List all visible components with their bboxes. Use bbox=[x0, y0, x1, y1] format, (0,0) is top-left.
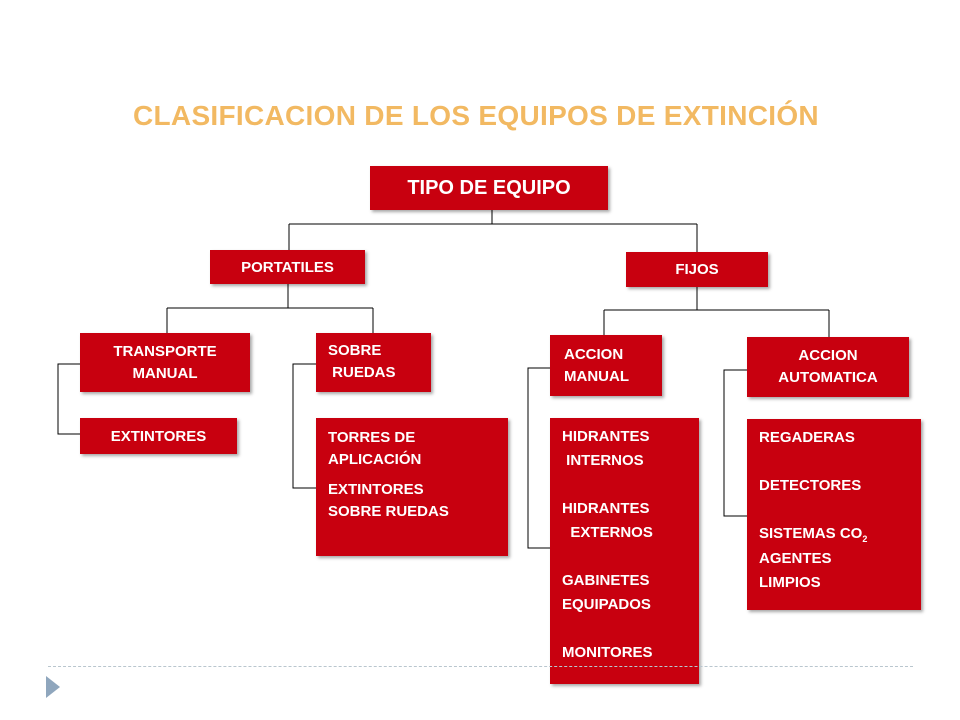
slide-arrow-icon bbox=[46, 676, 60, 698]
accion-manual-line-1: ACCION bbox=[564, 345, 624, 363]
automatica-item-spacer bbox=[759, 498, 911, 522]
co2-text: SISTEMAS CO bbox=[759, 525, 863, 542]
transporte-manual-node: TRANSPORTE MANUAL bbox=[80, 333, 250, 392]
ruedas-item-line: TORRES DE bbox=[328, 429, 416, 446]
manual-item-line: HIDRANTES bbox=[562, 500, 650, 517]
portatiles-label: PORTATILES bbox=[241, 258, 334, 276]
manual-item-line: INTERNOS bbox=[562, 452, 644, 469]
ruedas-item-line: EXTINTORES bbox=[328, 481, 424, 498]
fijos-node: FIJOS bbox=[626, 252, 768, 287]
accion-automatica-node: ACCION AUTOMATICA bbox=[747, 337, 909, 397]
transporte-manual-line-2: MANUAL bbox=[132, 364, 198, 382]
accion-manual-line-2: MANUAL bbox=[564, 367, 629, 385]
manual-item-spacer bbox=[562, 545, 689, 569]
portatiles-node: PORTATILES bbox=[210, 250, 365, 284]
automatica-item-co2: SISTEMAS CO2 bbox=[759, 522, 911, 551]
fijos-label: FIJOS bbox=[675, 261, 719, 278]
automatica-item-spacer bbox=[759, 450, 911, 474]
footer-divider bbox=[48, 666, 913, 667]
ruedas-item-line: SOBRE RUEDAS bbox=[328, 503, 449, 520]
manual-item-line: EXTERNOS bbox=[562, 524, 653, 541]
ruedas-items-node: TORRES DE APLICACIÓN EXTINTORES SOBRE RU… bbox=[316, 418, 508, 556]
root-label: TIPO DE EQUIPO bbox=[407, 176, 571, 199]
sobre-ruedas-node: SOBRE RUEDAS bbox=[316, 333, 431, 392]
automatica-items-node: REGADERAS DETECTORES SISTEMAS CO2 AGENTE… bbox=[747, 419, 921, 610]
root-node: TIPO DE EQUIPO bbox=[370, 166, 608, 210]
manual-item-spacer bbox=[562, 617, 689, 641]
manual-item-line: EQUIPADOS bbox=[562, 596, 651, 613]
ruedas-item-spacer bbox=[328, 471, 498, 479]
automatica-item-line: AGENTES bbox=[759, 550, 832, 567]
automatica-item-line: DETECTORES bbox=[759, 477, 862, 494]
accion-automatica-line-2: AUTOMATICA bbox=[778, 369, 878, 386]
extintores-label: EXTINTORES bbox=[110, 427, 207, 445]
page-title: CLASIFICACION DE LOS EQUIPOS DE EXTINCIÓ… bbox=[133, 100, 819, 131]
automatica-item-line: LIMPIOS bbox=[759, 574, 821, 591]
co2-subscript: 2 bbox=[862, 534, 868, 544]
manual-item-line: MONITORES bbox=[562, 644, 653, 661]
accion-automatica-line-1: ACCION bbox=[798, 347, 858, 364]
transporte-manual-line-1: TRANSPORTE bbox=[113, 342, 217, 360]
manual-item-line: HIDRANTES bbox=[562, 428, 650, 445]
manual-item-spacer bbox=[562, 473, 689, 497]
manual-items-node: HIDRANTES INTERNOS HIDRANTES EXTERNOS GA… bbox=[550, 418, 699, 684]
accion-manual-node: ACCION MANUAL bbox=[550, 335, 662, 396]
ruedas-item-line: APLICACIÓN bbox=[328, 451, 422, 468]
sobre-ruedas-line-2: RUEDAS bbox=[328, 364, 396, 381]
extintores-node: EXTINTORES bbox=[80, 418, 237, 454]
sobre-ruedas-line-1: SOBRE bbox=[328, 342, 382, 359]
automatica-item-line: REGADERAS bbox=[759, 429, 855, 446]
manual-item-line: GABINETES bbox=[562, 572, 650, 589]
